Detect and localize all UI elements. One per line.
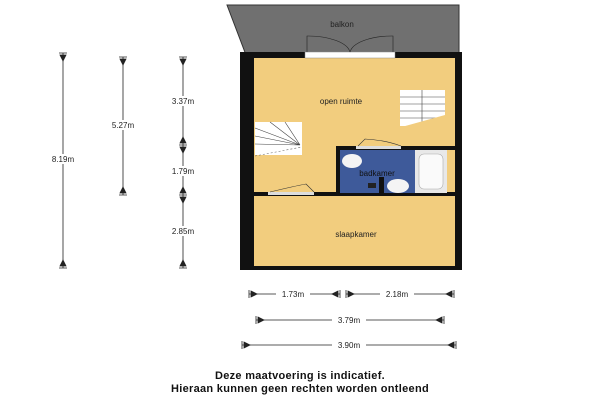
toilet-icon — [387, 179, 409, 193]
dim-right-width: 2.18m — [386, 290, 409, 299]
balcony-area — [226, 4, 460, 56]
dim-left-width: 1.73m — [282, 290, 305, 299]
dim-inner-width: 3.79m — [338, 316, 361, 325]
stairs-left-icon — [254, 121, 303, 157]
horizontal-dimensions — [241, 290, 457, 349]
balcony-label: balkon — [330, 20, 354, 29]
disclaimer-line-2: Hieraan kunnen geen rechten worden ontle… — [171, 383, 429, 395]
stairs-right-icon — [398, 90, 445, 132]
balcony-door — [304, 51, 396, 59]
interior-wall — [254, 192, 455, 196]
vertical-dimensions — [59, 52, 187, 269]
bedroom-door — [268, 192, 314, 195]
dim-outer-width: 3.90m — [338, 341, 361, 350]
bedroom-floor — [254, 196, 455, 266]
dim-open-space-height: 3.37m — [172, 97, 195, 106]
dim-upper-height: 5.27m — [112, 121, 135, 130]
bathroom-door — [356, 146, 401, 149]
door-swing-icon — [306, 35, 394, 53]
bathroom-label: badkamer — [359, 169, 395, 178]
dim-total-height: 8.19m — [52, 155, 75, 164]
dim-bedroom-height: 2.85m — [172, 227, 195, 236]
dim-bathroom-height: 1.79m — [172, 167, 195, 176]
bathroom-wall — [336, 146, 340, 194]
disclaimer-line-1: Deze maatvoering is indicatief. — [214, 370, 386, 382]
bedroom-label: slaapkamer — [335, 230, 377, 239]
sink-icon — [342, 154, 362, 168]
open-space-label: open ruimte — [320, 97, 363, 106]
